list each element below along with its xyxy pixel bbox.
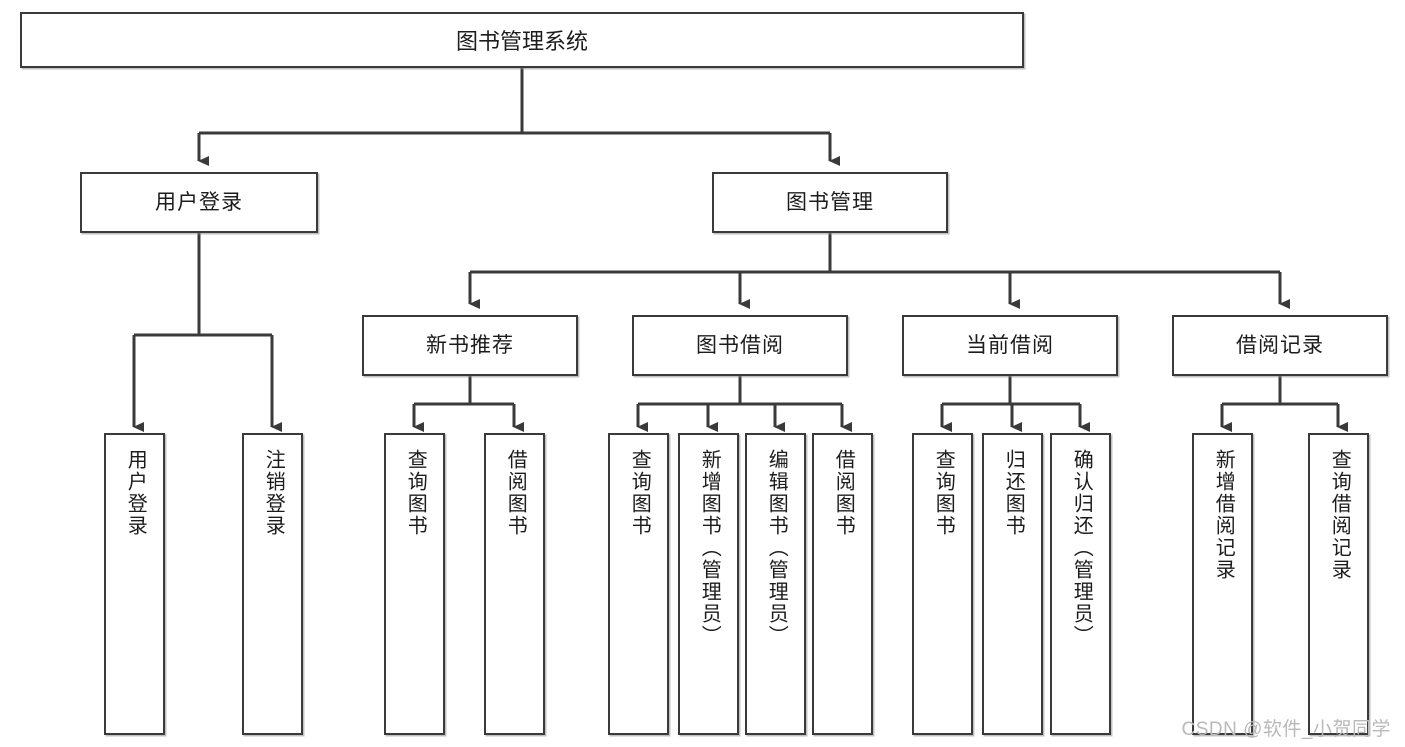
- leaf-query-book-recommend[interactable]: 查询图书: [384, 433, 445, 735]
- leaf-query-borrow-record[interactable]: 查询借阅记录: [1308, 433, 1369, 735]
- node-label: 归还图书: [1002, 449, 1025, 537]
- watermark: CSDN @软件_小贺同学: [1181, 719, 1391, 740]
- leaf-add-book-admin[interactable]: 新增图书（管理员）: [678, 433, 739, 735]
- node-label: 图书管理: [786, 191, 874, 214]
- node-label: 图书管理系统: [455, 29, 588, 54]
- node-label: 借阅图书: [504, 449, 527, 537]
- node-label: 查询图书: [932, 449, 955, 537]
- leaf-borrow-book[interactable]: 借阅图书: [812, 433, 873, 735]
- node-label: 查询借阅记录: [1328, 449, 1351, 581]
- node-root-system[interactable]: 图书管理系统: [20, 12, 1024, 68]
- node-label: 用户登录: [155, 191, 243, 214]
- node-label: 借阅图书: [832, 449, 855, 537]
- node-current-borrow[interactable]: 当前借阅: [902, 315, 1118, 376]
- node-label: 新书推荐: [426, 334, 514, 357]
- leaf-borrow-book-recommend[interactable]: 借阅图书: [484, 433, 545, 735]
- leaf-return-book[interactable]: 归还图书: [982, 433, 1043, 735]
- leaf-edit-book-admin[interactable]: 编辑图书（管理员）: [745, 433, 806, 735]
- node-borrow-record[interactable]: 借阅记录: [1172, 315, 1388, 376]
- leaf-user-login[interactable]: 用户登录: [104, 433, 165, 735]
- leaf-add-borrow-record[interactable]: 新增借阅记录: [1192, 433, 1253, 735]
- node-book-borrow[interactable]: 图书借阅: [632, 315, 848, 376]
- node-label: 确认归还（管理员）: [1070, 449, 1093, 647]
- node-book-manage[interactable]: 图书管理: [712, 172, 948, 233]
- node-new-book-recommend[interactable]: 新书推荐: [362, 315, 578, 376]
- leaf-query-book-current[interactable]: 查询图书: [912, 433, 973, 735]
- leaf-query-book-borrow[interactable]: 查询图书: [608, 433, 669, 735]
- node-label: 编辑图书（管理员）: [765, 449, 788, 647]
- node-label: 查询图书: [628, 449, 651, 537]
- node-label: 查询图书: [404, 449, 427, 537]
- node-user-login[interactable]: 用户登录: [80, 172, 318, 233]
- node-label: 当前借阅: [966, 334, 1054, 357]
- leaf-logout[interactable]: 注销登录: [242, 433, 303, 735]
- node-label: 图书借阅: [696, 334, 784, 357]
- node-label: 注销登录: [262, 449, 285, 537]
- node-label: 新增借阅记录: [1212, 449, 1235, 581]
- node-label: 用户登录: [124, 449, 147, 537]
- node-label: 借阅记录: [1236, 334, 1324, 357]
- node-label: 新增图书（管理员）: [698, 449, 721, 647]
- leaf-confirm-return-admin[interactable]: 确认归还（管理员）: [1050, 433, 1111, 735]
